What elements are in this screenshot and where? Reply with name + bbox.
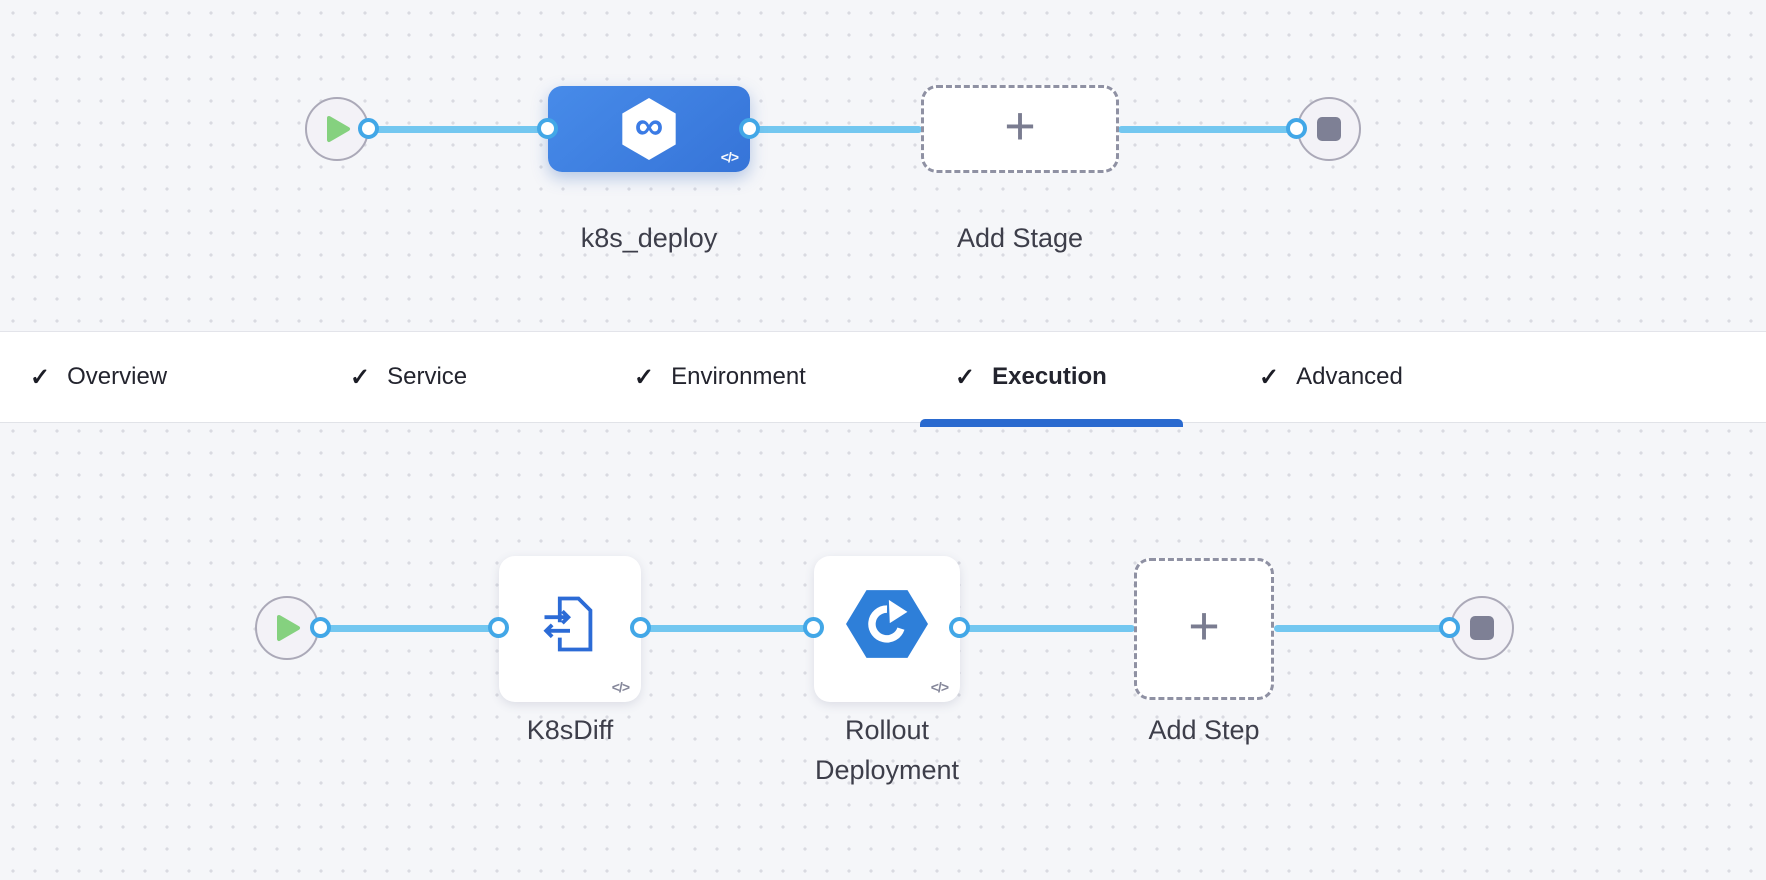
add-stage-label: Add Stage	[956, 223, 1084, 253]
tab-label: Execution	[992, 363, 1107, 390]
step-name-label: Rollout Deployment	[814, 715, 960, 785]
tab-label: Advanced	[1296, 363, 1403, 390]
tab-label: Overview	[67, 363, 168, 390]
stop-icon	[1317, 117, 1341, 141]
connector-port	[803, 617, 824, 638]
step-node-k8sdiff[interactable]: </>	[499, 556, 641, 702]
connector-line	[1118, 126, 1290, 133]
plus-icon: +	[1004, 96, 1036, 156]
active-tab-underline	[920, 419, 1183, 427]
rollout-deployment-icon	[846, 590, 928, 658]
plus-icon: +	[1188, 596, 1220, 656]
connector-line	[641, 625, 815, 632]
play-icon	[277, 615, 300, 641]
add-step-label: Add Step	[1148, 715, 1260, 745]
stage-config-tabbar: ✓ Overview ✓ Service ✓ Environment ✓ Exe…	[0, 331, 1766, 427]
connector-line	[369, 126, 550, 133]
code-icon: </>	[930, 679, 949, 695]
tab-execution[interactable]: ✓ Execution	[955, 332, 1107, 422]
connector-port	[537, 118, 558, 139]
connector-line	[750, 126, 922, 133]
connector-port	[739, 118, 760, 139]
check-icon: ✓	[955, 363, 976, 391]
stage-node-k8s-deploy[interactable]: ∞ </>	[548, 86, 750, 172]
code-icon: </>	[611, 679, 630, 695]
stop-icon	[1470, 616, 1494, 640]
check-icon: ✓	[1259, 363, 1280, 391]
connector-line	[321, 625, 500, 632]
step-name-label: K8sDiff	[526, 715, 614, 745]
play-icon	[327, 116, 350, 142]
deploy-stage-icon: ∞	[622, 98, 676, 160]
check-icon: ✓	[350, 363, 371, 391]
add-step-button[interactable]: +	[1134, 558, 1274, 700]
infinity-icon: ∞	[634, 104, 664, 148]
code-icon: </>	[720, 149, 739, 165]
connector-port	[1439, 617, 1460, 638]
execution-end-node[interactable]	[1450, 596, 1514, 660]
pipeline-end-node[interactable]	[1297, 97, 1361, 161]
connector-port	[488, 617, 509, 638]
connector-port	[358, 118, 379, 139]
connector-port	[949, 617, 970, 638]
connector-port	[310, 617, 331, 638]
add-stage-button[interactable]: +	[921, 85, 1119, 173]
tab-advanced[interactable]: ✓ Advanced	[1259, 332, 1403, 422]
connector-port	[630, 617, 651, 638]
connector-port	[1286, 118, 1307, 139]
tab-label: Service	[387, 363, 468, 390]
tab-label: Environment	[671, 363, 806, 390]
check-icon: ✓	[30, 363, 51, 391]
tab-overview[interactable]: ✓ Overview	[30, 332, 167, 422]
execution-start-node[interactable]	[255, 596, 319, 660]
k8s-diff-icon	[543, 596, 593, 652]
connector-line	[1274, 625, 1452, 632]
connector-line	[960, 625, 1135, 632]
tab-environment[interactable]: ✓ Environment	[634, 332, 806, 422]
check-icon: ✓	[634, 363, 655, 391]
tab-service[interactable]: ✓ Service	[350, 332, 467, 422]
step-node-rollout-deployment[interactable]: </>	[814, 556, 960, 702]
stage-name-label: k8s_deploy	[580, 223, 718, 253]
